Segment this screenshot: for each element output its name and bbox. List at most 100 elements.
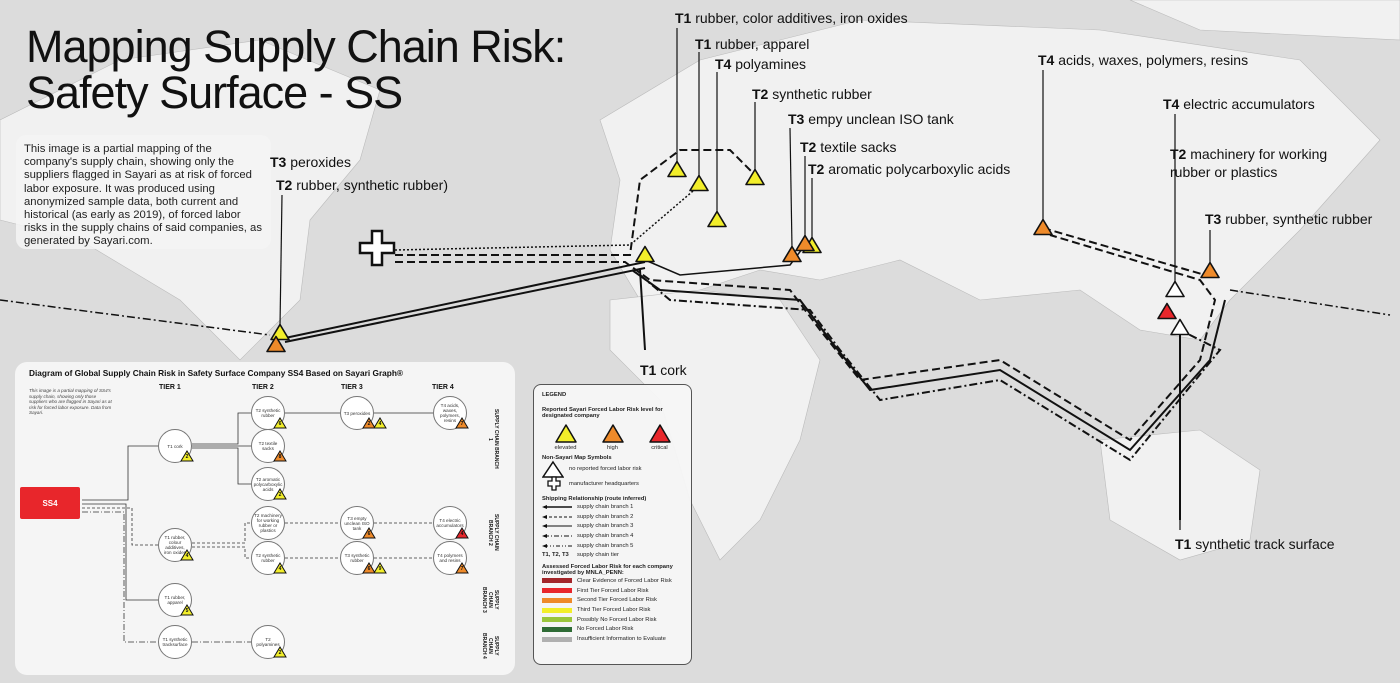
title-line-1: Mapping Supply Chain Risk: — [26, 21, 566, 72]
headquarters-icon — [358, 229, 396, 267]
supplier-node[interactable]: T4 polymers and resins — [433, 541, 467, 575]
legend-assessed-item: Third Tier Forced Labor Risk — [542, 605, 683, 615]
legend-non-sayari-heading: Non-Sayari Map Symbols — [542, 455, 612, 461]
route-line-icon — [542, 514, 572, 519]
supplier-description: rubber, color additives, iron oxides — [695, 10, 908, 26]
no-risk-triangle-icon — [542, 460, 564, 478]
map-label: T2 synthetic rubber — [752, 86, 872, 102]
supplier-description: rubber, synthetic rubber — [1225, 211, 1373, 227]
color-swatch — [542, 597, 572, 603]
badge-count: 8 — [278, 454, 282, 460]
map-label: T1 synthetic track surface — [1175, 536, 1335, 552]
map-label: T1 cork — [640, 362, 687, 378]
color-swatch — [542, 636, 572, 642]
tier-tag: T2 — [808, 161, 825, 177]
color-swatch — [542, 626, 572, 632]
legend-branch: supply chain branch 2 — [542, 512, 683, 522]
risk-badge-elevated: 4 — [273, 562, 287, 574]
branch-label: SUPPLY CHAIN BRANCH 3 — [481, 587, 499, 613]
map-label: T4 acids, waxes, polymers, resins — [1038, 52, 1248, 68]
description-box: This image is a partial mapping of the c… — [16, 135, 271, 249]
legend-branch: supply chain branch 5 — [542, 541, 683, 551]
tier-header: TIER 3 — [341, 384, 363, 391]
legend-elevated: elevated — [555, 423, 577, 451]
legend-branch: supply chain branch 1 — [542, 502, 683, 512]
risk-marker-elevated[interactable] — [745, 168, 765, 186]
legend-assessed-item: Clear Evidence of Forced Labor Risk — [542, 576, 683, 586]
map-label: T2 rubber, synthetic rubber) — [276, 177, 448, 193]
map-label: T3 rubber, synthetic rubber — [1205, 211, 1372, 227]
legend-risk-heading: Reported Sayari Forced Labor Risk level … — [542, 407, 663, 419]
tier-tag: T3 — [788, 111, 805, 127]
risk-marker-high[interactable] — [782, 245, 802, 263]
legend-high-label: high — [607, 445, 618, 451]
risk-badge-high: 2 — [362, 417, 376, 429]
color-swatch — [542, 578, 572, 584]
supplier-description: textile sacks — [820, 139, 897, 155]
risk-marker-elevated[interactable] — [667, 160, 687, 178]
legend-no-risk-label: no reported forced labor risk — [569, 465, 642, 472]
map-label: T1 rubber, color additives, iron oxides — [675, 10, 908, 26]
badge-count: 6 — [367, 531, 371, 537]
supplier-description: acids, waxes, polymers, resins — [1058, 52, 1249, 68]
risk-marker-high[interactable] — [1033, 218, 1053, 236]
color-swatch — [542, 588, 572, 594]
legend-title: LEGEND — [542, 392, 567, 398]
assessed-label: Second Tier Forced Labor Risk — [577, 597, 657, 604]
risk-marker-high[interactable] — [1200, 261, 1220, 279]
supplier-node[interactable]: T2 synthetic rubber — [251, 541, 285, 575]
risk-marker-elevated[interactable] — [635, 245, 655, 263]
legend-assessed-heading: Assessed Forced Labor Risk for each comp… — [542, 564, 673, 577]
supplier-node[interactable]: T1 synthetic tracksurface — [158, 625, 192, 659]
badge-count: 9 — [378, 566, 382, 572]
supplier-node[interactable]: T1 rubber, colour additives, iron oxides — [158, 528, 192, 562]
assessed-label: Third Tier Forced Labor Risk — [577, 607, 651, 614]
risk-marker-high[interactable] — [266, 335, 286, 353]
assessed-label: First Tier Forced Labor Risk — [577, 587, 649, 594]
risk-marker-elevated[interactable] — [707, 210, 727, 228]
badge-count: 2 — [278, 650, 282, 656]
risk-badge-critical: 4 — [455, 527, 469, 539]
risk-marker-none[interactable] — [1170, 318, 1190, 336]
company-ss4-box: SS4 — [20, 487, 80, 519]
risk-marker-elevated[interactable] — [270, 323, 290, 341]
assessed-label: Clear Evidence of Forced Labor Risk — [577, 577, 672, 584]
badge-count: 2 — [367, 421, 371, 427]
badge-count: 6 — [278, 421, 282, 427]
map-label: T1 rubber, apparel — [695, 36, 809, 52]
risk-marker-elevated[interactable] — [689, 174, 709, 192]
supplier-node[interactable]: T2 machinery for working rubber or plast… — [251, 506, 285, 540]
legend-assessed-item: No Forced Labor Risk — [542, 625, 683, 635]
route-line-icon — [542, 504, 572, 509]
badge-count: 5 — [185, 608, 189, 614]
map-label: T4 polyamines — [715, 56, 806, 72]
tier-tag: T2 — [1170, 146, 1187, 162]
supplier-description: empy unclean ISO tank — [808, 111, 954, 127]
assessed-label: Possibly No Forced Labor Risk — [577, 616, 657, 623]
tier-tag: T3 — [1205, 211, 1222, 227]
tier-tag: T1 — [675, 10, 692, 26]
risk-marker-none[interactable] — [1165, 280, 1185, 298]
branch-label: SUPPLY CHAIN BRANCH 2 — [487, 514, 499, 551]
legend-branch-label: supply chain branch 2 — [577, 513, 634, 520]
tier-tag: T4 — [1163, 96, 1180, 112]
route-line-icon — [542, 543, 572, 548]
supplier-description: peroxides — [290, 154, 351, 170]
legend-hq-label: manufacturer headquarters — [569, 481, 639, 487]
supplier-description: aromatic polycarboxylic acids — [828, 161, 1011, 177]
badge-count: 2 — [185, 454, 189, 460]
risk-marker-critical[interactable] — [1157, 302, 1177, 320]
risk-marker-high[interactable] — [795, 234, 815, 252]
supplier-description: electric accumulators — [1183, 96, 1315, 112]
tier-tag: T2 — [276, 177, 293, 193]
route-line-icon — [542, 533, 572, 538]
supplier-description: rubber or plastics — [1170, 164, 1278, 180]
tier-tag: T1 — [1175, 536, 1192, 552]
assessed-label: No Forced Labor Risk — [577, 626, 634, 633]
badge-count: 7 — [460, 566, 464, 572]
risk-badge-elevated: 4 — [180, 549, 194, 561]
map-label: T2 machinery for working — [1170, 146, 1327, 162]
badge-count: 4 — [378, 421, 382, 427]
legend-assessed-item: Insufficient Information to Evaluate — [542, 634, 683, 644]
supplier-description: rubber, synthetic rubber) — [296, 177, 448, 193]
